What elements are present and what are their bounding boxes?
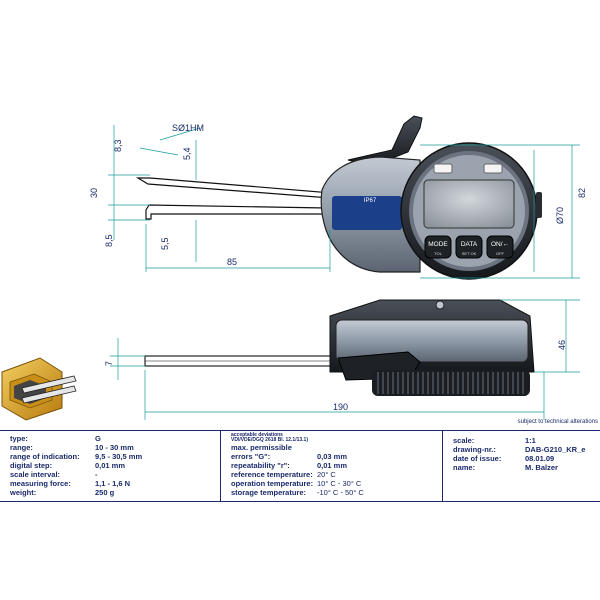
spec-label: measuring force: xyxy=(10,479,71,488)
dim-sphere: SØ1HM xyxy=(172,123,204,133)
spec-label: scale interval: xyxy=(10,470,61,479)
spec-table: type: G range: 10 - 30 mm range of indicat… xyxy=(0,430,600,502)
dim-8-3: 8,3 xyxy=(113,139,123,152)
mode-button-sublabel: TOL xyxy=(434,251,442,256)
dim-46: 46 xyxy=(557,340,567,350)
mode-button-label: MODE xyxy=(428,241,448,248)
dim-85: 85 xyxy=(227,257,237,267)
deviation-label: max. permissible xyxy=(231,443,292,452)
knurl-pattern xyxy=(377,372,524,394)
spec-label: name: xyxy=(453,463,476,472)
upper-measuring-arm xyxy=(135,177,333,199)
dim-190: 190 xyxy=(333,402,348,412)
spec-label: type: xyxy=(10,434,28,443)
side-view-dimensions xyxy=(110,299,580,420)
gauge-top-view: IP67 MODE TOL DATA SET OK ON/← OFF xyxy=(135,115,542,280)
dim-5-5: 5,5 xyxy=(160,237,170,250)
spec-label: drawing-nr.: xyxy=(453,445,496,454)
spec-value: 10 - 30 mm xyxy=(95,443,134,452)
deviation-label: storage temperature: xyxy=(231,488,307,497)
deviation-label: operation temperature: xyxy=(231,479,314,488)
deviation-label: reference temperature: xyxy=(231,470,313,479)
technical-drawing: IP67 MODE TOL DATA SET OK ON/← OFF xyxy=(1,115,587,421)
spec-column-deviations: acceptable deviations VDI/VDE/DGQ 2618 B… xyxy=(220,431,443,501)
lcd-display xyxy=(423,179,515,229)
indicator-lamp-left xyxy=(433,163,453,174)
spec-value: G xyxy=(95,434,101,443)
deviation-value: 20° C xyxy=(317,470,336,479)
spec-column-right: scale: 1:1 drawing-nr.: DAB-G210_KR_e date… xyxy=(442,431,600,501)
spec-label: range of indication: xyxy=(10,452,80,461)
deviation-label: repeatability "r": xyxy=(231,461,290,470)
deviation-value: -10° C - 50° C xyxy=(317,488,364,497)
spec-label: scale: xyxy=(453,436,475,445)
sample-workpiece-illustration xyxy=(1,357,77,421)
dim-30: 30 xyxy=(89,188,99,198)
spec-label: digital step: xyxy=(10,461,53,470)
data-button-label: DATA xyxy=(461,241,478,248)
top-screw xyxy=(435,300,445,310)
spec-value: 9,5 - 30,5 mm xyxy=(95,452,143,461)
spec-label: date of issue: xyxy=(453,454,502,463)
ip67-badge: IP67 xyxy=(364,198,377,204)
spec-label: range: xyxy=(10,443,33,452)
deviations-standard: VDI/VDE/DGQ 2618 Bl. 12.1/13.1) xyxy=(231,437,308,443)
spec-label: weight: xyxy=(10,488,37,497)
mode-button[interactable]: MODE TOL xyxy=(424,235,452,259)
technical-alterations-note: subject to technical alterations xyxy=(517,419,598,425)
deviation-label: errors "G": xyxy=(231,452,271,461)
knurled-ring xyxy=(372,370,530,396)
deviation-value: 10° C - 30° C xyxy=(317,479,362,488)
deviation-value: 0,01 mm xyxy=(317,461,348,470)
lower-measuring-arm xyxy=(145,204,327,220)
data-button-sublabel: SET OK xyxy=(462,251,477,256)
spec-value: 08.01.09 xyxy=(525,454,555,463)
spec-value: 1,1 - 1,6 N xyxy=(95,479,131,488)
dim-82: 82 xyxy=(577,188,587,198)
spec-column-left: type: G range: 10 - 30 mm range of indicat… xyxy=(0,431,220,501)
top-view-dimensions xyxy=(108,125,580,279)
spec-value: DAB-G210_KR_e xyxy=(525,445,586,454)
spec-value: 1:1 xyxy=(525,436,536,445)
dim-70: Ø70 xyxy=(555,207,565,224)
on-button[interactable]: ON/← OFF xyxy=(486,235,514,259)
side-knob xyxy=(536,192,542,218)
gauge-side-view xyxy=(144,299,535,396)
spec-value: 250 g xyxy=(95,488,115,497)
spec-value: M. Balzer xyxy=(525,463,558,472)
on-button-label: ON/← xyxy=(491,241,509,248)
dim-7: 7 xyxy=(104,361,114,366)
deviation-value: 0,03 mm xyxy=(317,452,348,461)
indicator-lamp-right xyxy=(483,163,503,174)
spec-value: - xyxy=(95,470,98,479)
spec-value: 0,01 mm xyxy=(95,461,126,470)
badge-plate xyxy=(332,196,402,230)
data-button[interactable]: DATA SET OK xyxy=(455,235,483,259)
deviations-heading: acceptable deviations xyxy=(231,432,283,438)
on-button-sublabel: OFF xyxy=(496,251,505,256)
dim-5-4: 5,4 xyxy=(182,147,192,160)
side-body-grey xyxy=(335,319,529,363)
dim-8-5: 8,5 xyxy=(104,234,114,247)
